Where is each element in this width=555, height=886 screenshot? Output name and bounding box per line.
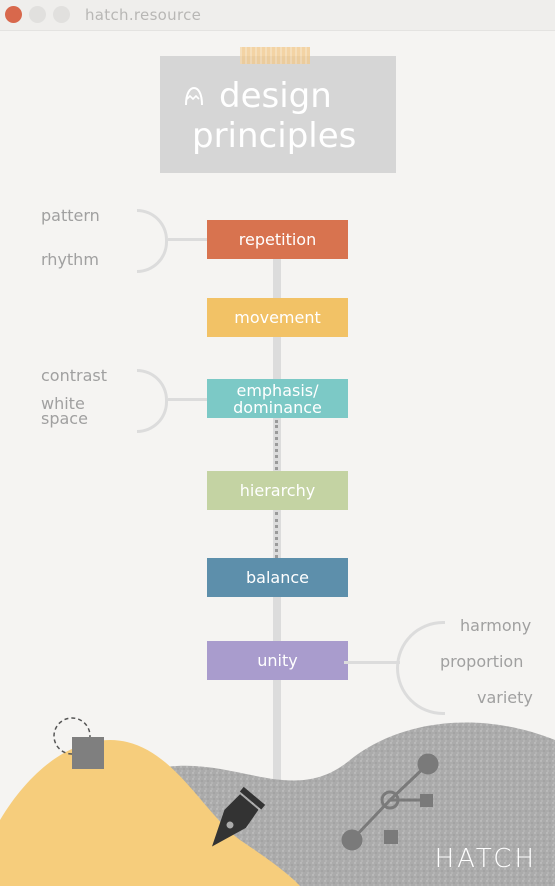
minimize-button[interactable] (29, 6, 46, 23)
close-button[interactable] (5, 6, 22, 23)
related-white-space: white space (41, 394, 88, 428)
principle-emphasis-dominance: emphasis/ dominance (207, 379, 348, 418)
principle-movement: movement (207, 298, 348, 337)
title-card (160, 56, 396, 173)
page-title: design principles (192, 76, 356, 156)
principle-hierarchy: hierarchy (207, 471, 348, 510)
title-line-principles: principles (192, 116, 357, 156)
vector-nodes-icon (341, 753, 439, 851)
principle-unity: unity (207, 641, 348, 680)
connector-emphasis (168, 398, 208, 401)
pen-tool-icon (212, 786, 266, 847)
hatch-logo: HATCH (434, 844, 537, 874)
window-titlebar: hatch.resource (0, 0, 555, 31)
decorative-landscape (0, 717, 555, 886)
principle-repetition: repetition (207, 220, 348, 259)
hatch-egg-icon (185, 86, 203, 106)
related-harmony: harmony (460, 616, 532, 635)
connector-repetition (168, 238, 208, 241)
principle-balance: balance (207, 558, 348, 597)
tape-strip (240, 47, 310, 64)
dotted-connector-1 (275, 420, 281, 470)
title-line-design: design (219, 76, 332, 116)
connector-unity (344, 661, 400, 664)
related-pattern: pattern (41, 206, 100, 225)
related-variety: variety (477, 688, 533, 707)
related-contrast: contrast (41, 366, 107, 385)
bracket-repetition (137, 209, 168, 273)
square-shape-icon (72, 737, 104, 769)
related-proportion: proportion (440, 652, 524, 671)
bracket-emphasis (137, 369, 168, 433)
window-title: hatch.resource (85, 6, 202, 24)
related-rhythm: rhythm (41, 250, 99, 269)
maximize-button[interactable] (53, 6, 70, 23)
dotted-connector-2 (275, 512, 281, 558)
